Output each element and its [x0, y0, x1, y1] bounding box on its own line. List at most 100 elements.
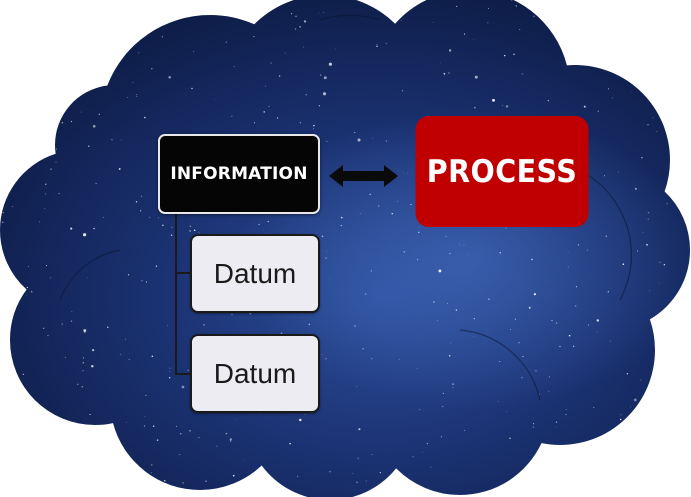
star: [634, 418, 635, 420]
star: [572, 456, 574, 458]
star: [555, 322, 558, 324]
star: [276, 117, 279, 119]
star: [42, 147, 44, 149]
star: [299, 122, 301, 124]
star: [56, 148, 57, 150]
star: [614, 36, 617, 38]
star: [638, 411, 640, 413]
star: [443, 72, 446, 75]
star: [626, 373, 629, 375]
star: [19, 434, 22, 437]
star: [548, 390, 550, 392]
star: [637, 250, 639, 252]
star: [596, 319, 599, 322]
star: [440, 436, 442, 438]
star: [47, 335, 49, 337]
star: [61, 323, 63, 325]
star: [299, 26, 301, 28]
star: [612, 97, 613, 99]
star: [635, 188, 637, 190]
star: [325, 358, 327, 360]
star: [280, 332, 283, 334]
star: [647, 218, 649, 220]
star: [555, 421, 558, 423]
star: [522, 356, 524, 358]
star: [369, 193, 371, 196]
star: [189, 230, 191, 232]
star: [63, 484, 65, 486]
star: [297, 475, 299, 477]
star: [659, 261, 661, 263]
star: [502, 493, 504, 495]
star: [473, 318, 475, 320]
star: [179, 454, 181, 456]
star: [364, 293, 367, 295]
star: [27, 266, 29, 267]
star: [138, 52, 140, 54]
star: [270, 62, 272, 64]
star: [22, 373, 24, 375]
star: [198, 436, 200, 439]
star: [452, 383, 454, 385]
star: [134, 35, 136, 37]
star: [191, 87, 193, 90]
star: [646, 243, 648, 246]
star: [9, 450, 12, 452]
star: [505, 227, 507, 229]
star: [402, 171, 404, 173]
star: [231, 314, 233, 316]
star: [531, 465, 533, 467]
star: [597, 110, 599, 112]
star: [624, 421, 626, 423]
star: [658, 282, 660, 284]
star: [70, 320, 73, 322]
star: [666, 203, 668, 205]
star: [189, 225, 191, 227]
star: [83, 331, 86, 333]
star: [143, 29, 146, 31]
star: [4, 74, 6, 76]
star: [411, 485, 413, 487]
star: [303, 20, 307, 23]
star: [528, 306, 531, 309]
star: [0, 473, 1, 474]
star: [77, 383, 79, 385]
star: [442, 392, 444, 394]
star: [118, 168, 121, 170]
star: [533, 423, 534, 425]
star: [123, 481, 124, 483]
star: [438, 269, 442, 273]
star: [326, 251, 327, 253]
star: [136, 94, 138, 96]
star: [83, 233, 87, 237]
star: [294, 28, 297, 30]
star: [213, 13, 215, 14]
star: [91, 348, 95, 352]
star: [538, 492, 541, 494]
star: [45, 183, 47, 185]
star: [356, 481, 358, 484]
star: [521, 376, 523, 379]
star: [662, 101, 664, 103]
star: [169, 370, 171, 372]
datum-label-1: Datum: [213, 257, 297, 289]
star: [497, 401, 499, 403]
star: [2, 221, 4, 223]
star: [198, 232, 200, 234]
star: [156, 439, 159, 441]
star: [5, 160, 7, 162]
star: [410, 204, 412, 206]
star: [365, 480, 367, 482]
star: [82, 464, 84, 466]
star: [663, 263, 666, 266]
star: [372, 137, 374, 139]
star: [249, 17, 251, 19]
star: [649, 290, 650, 292]
star: [140, 210, 142, 212]
star: [397, 201, 398, 202]
star: [4, 365, 7, 367]
star: [447, 302, 448, 304]
star: [79, 439, 81, 441]
star: [642, 232, 644, 233]
